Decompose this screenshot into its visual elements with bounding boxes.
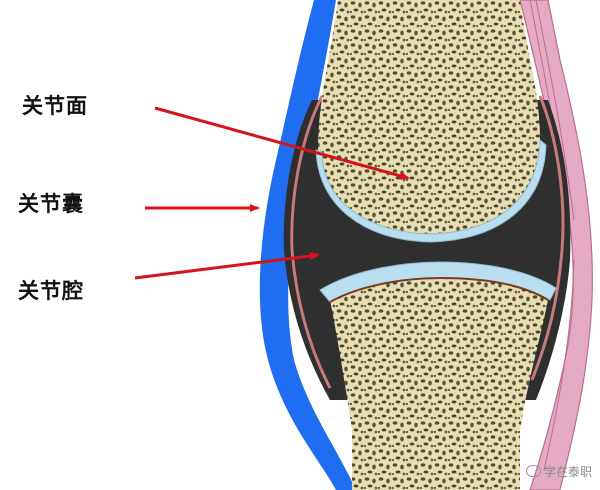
arrow-joint-cavity	[134, 252, 320, 280]
arrow-articular-surface	[154, 106, 410, 180]
synovial-membrane	[290, 95, 332, 389]
watermark: 学在泰职	[525, 463, 592, 480]
outer-capsule	[259, 0, 356, 490]
label-joint-cavity: 关节腔	[18, 279, 84, 303]
watermark-text: 学在泰职	[543, 465, 592, 479]
upper-cartilage	[315, 138, 547, 243]
wechat-icon	[525, 465, 541, 477]
label-articular-surface: 关节面	[22, 94, 88, 118]
upper-bone	[318, 0, 540, 237]
label-joint-capsule: 关节囊	[18, 192, 84, 216]
lower-bone	[330, 278, 548, 490]
